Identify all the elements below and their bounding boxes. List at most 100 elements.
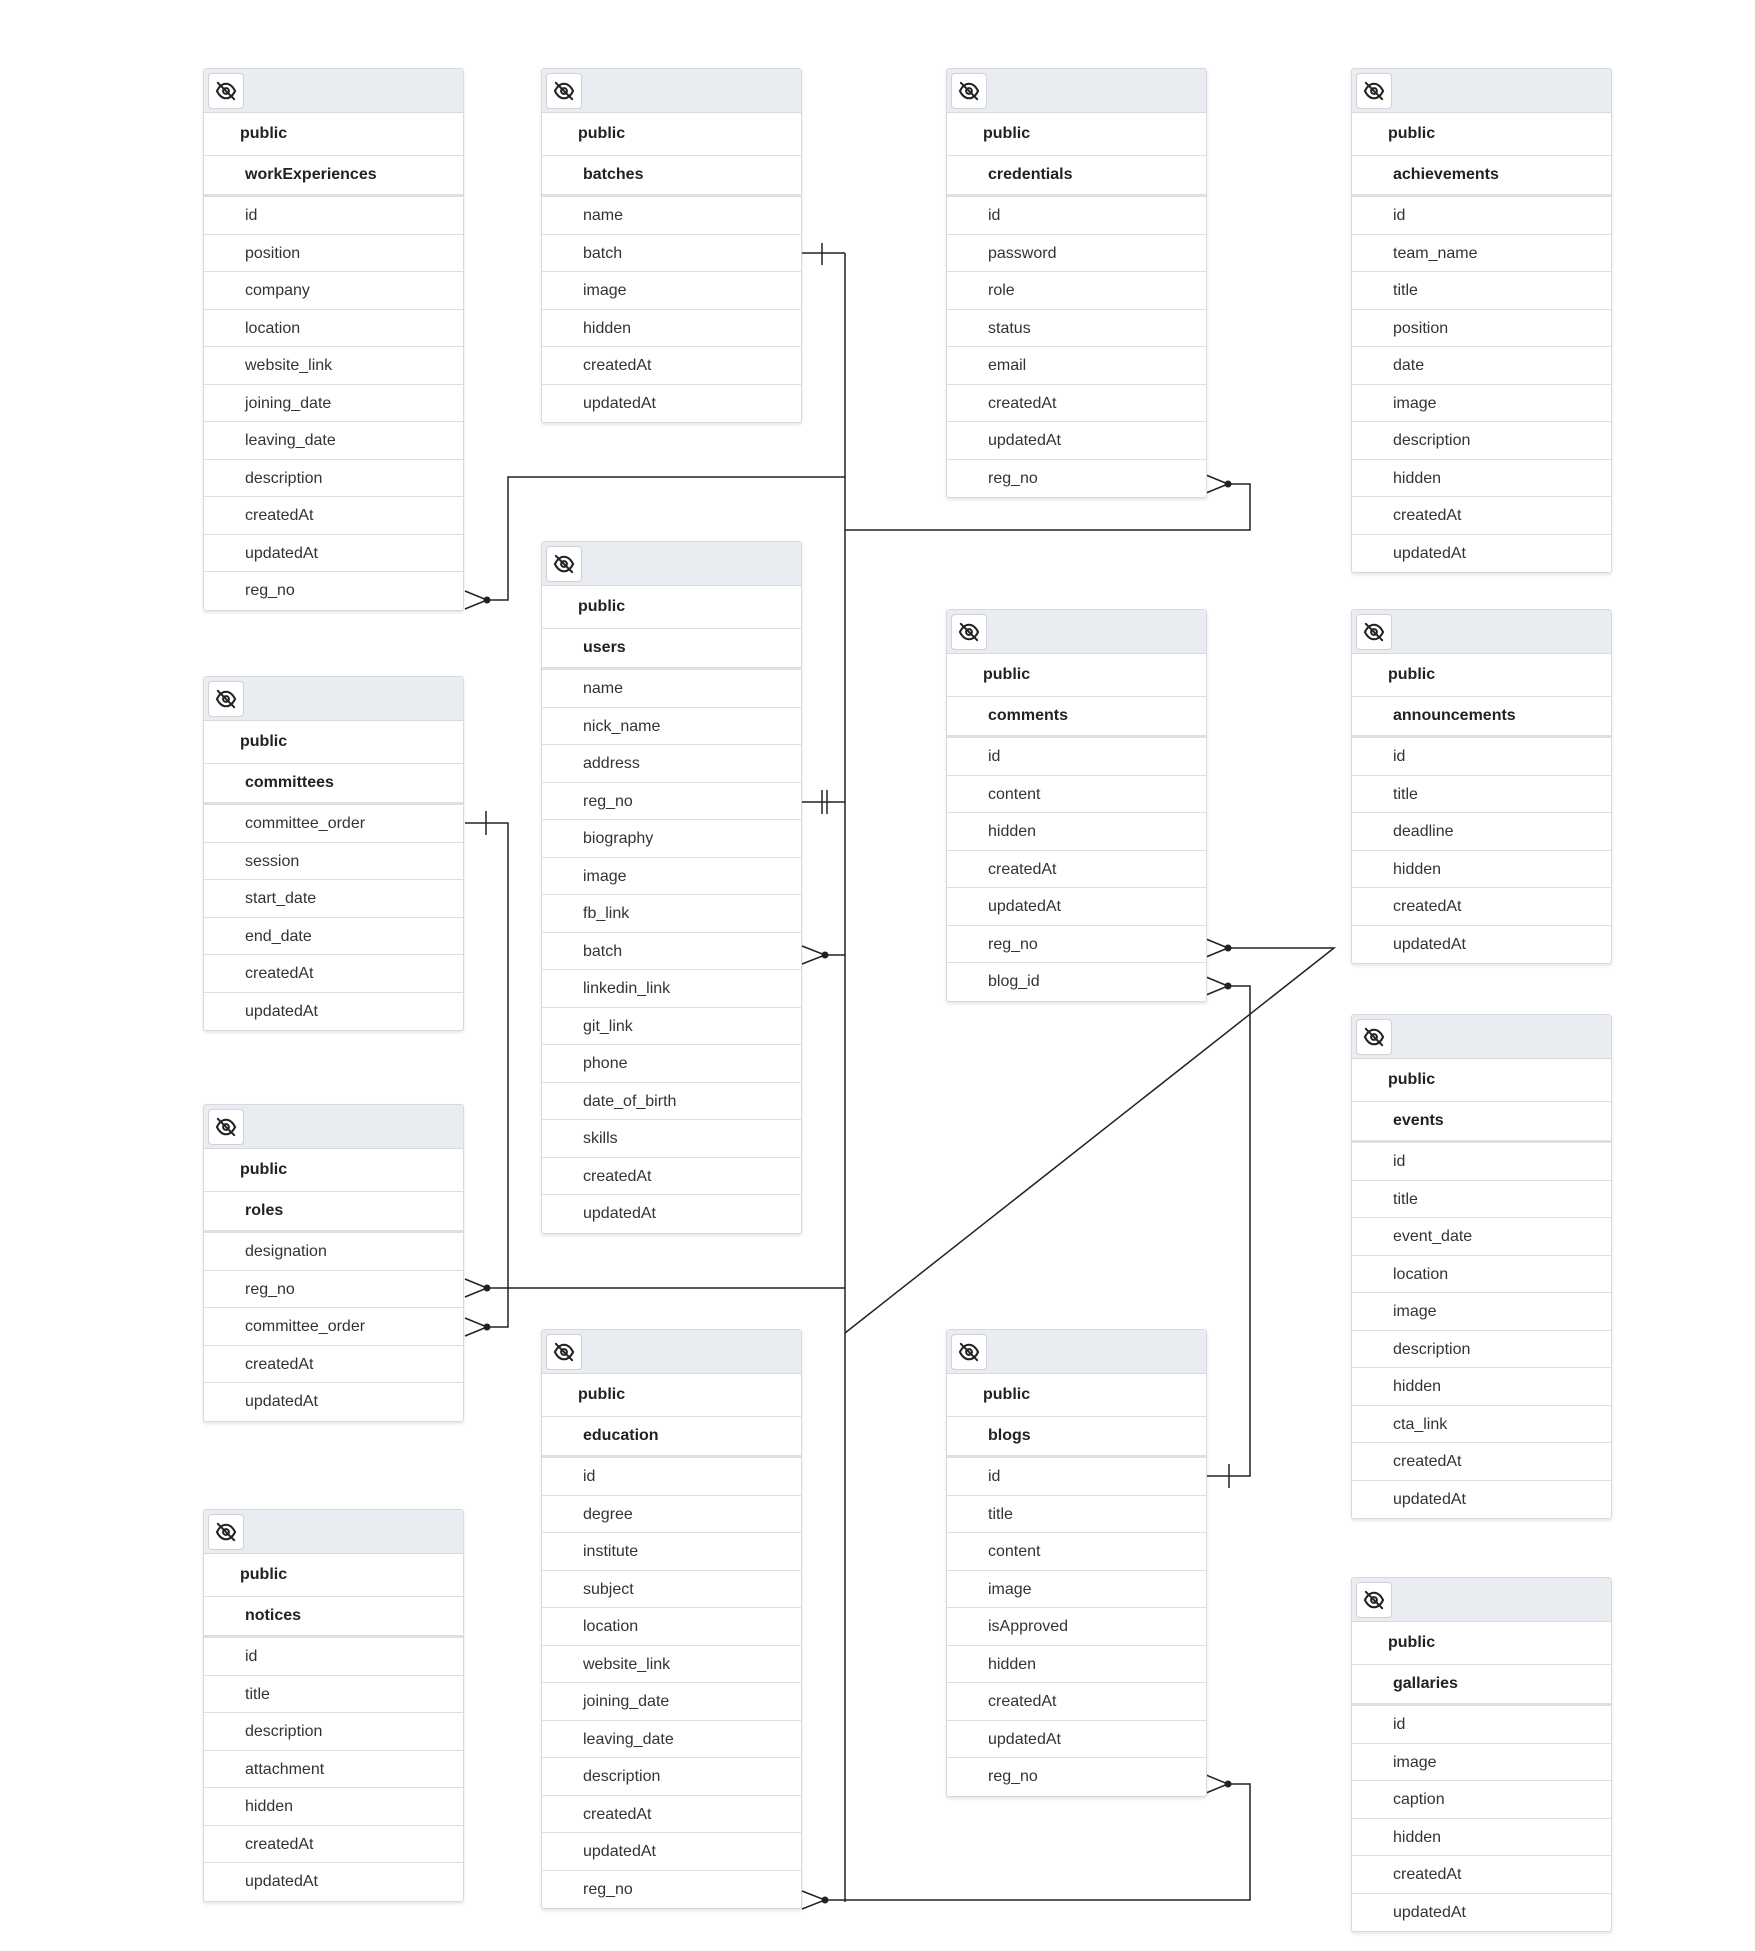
- eye-off-icon[interactable]: [546, 1334, 582, 1370]
- field-row[interactable]: website_link: [542, 1646, 801, 1683]
- field-row[interactable]: updatedAt: [947, 888, 1206, 926]
- field-row[interactable]: git_link: [542, 1008, 801, 1045]
- field-row[interactable]: committee_order: [204, 1308, 463, 1346]
- field-row[interactable]: description: [204, 1713, 463, 1751]
- field-row[interactable]: createdAt: [204, 497, 463, 535]
- eye-off-icon[interactable]: [951, 1334, 987, 1370]
- field-row[interactable]: id: [1352, 1143, 1611, 1181]
- eye-off-icon[interactable]: [208, 681, 244, 717]
- field-row[interactable]: id: [542, 1458, 801, 1496]
- field-row[interactable]: hidden: [1352, 851, 1611, 888]
- eye-off-icon[interactable]: [951, 73, 987, 109]
- field-row[interactable]: title: [947, 1496, 1206, 1533]
- field-row[interactable]: updatedAt: [947, 1721, 1206, 1758]
- field-row[interactable]: title: [1352, 272, 1611, 310]
- field-row[interactable]: image: [1352, 1293, 1611, 1331]
- field-row[interactable]: id: [204, 1638, 463, 1676]
- field-row[interactable]: id: [947, 1458, 1206, 1496]
- field-row[interactable]: event_date: [1352, 1218, 1611, 1256]
- field-row[interactable]: email: [947, 347, 1206, 385]
- field-row[interactable]: session: [204, 843, 463, 880]
- field-row[interactable]: website_link: [204, 347, 463, 385]
- field-row[interactable]: position: [1352, 310, 1611, 347]
- field-row[interactable]: updatedAt: [1393, 1490, 1466, 1508]
- field-row[interactable]: description: [1352, 1331, 1611, 1368]
- field-row[interactable]: biography: [542, 820, 801, 858]
- field-row[interactable]: location: [1352, 1256, 1611, 1293]
- field-row[interactable]: leaving_date: [204, 422, 463, 460]
- field-row[interactable]: createdAt: [542, 1796, 801, 1833]
- field-row[interactable]: updatedAt: [204, 535, 463, 572]
- field-row[interactable]: id: [1352, 738, 1611, 776]
- field-row[interactable]: updatedAt: [245, 1393, 318, 1410]
- field-row[interactable]: description: [542, 1758, 801, 1796]
- field-row[interactable]: updatedAt: [245, 1002, 318, 1020]
- field-row[interactable]: hidden: [947, 813, 1206, 851]
- field-row[interactable]: id: [204, 197, 463, 235]
- field-row[interactable]: location: [542, 1608, 801, 1646]
- field-row[interactable]: date_of_birth: [542, 1083, 801, 1120]
- field-row[interactable]: hidden: [947, 1646, 1206, 1683]
- field-row[interactable]: updatedAt: [542, 1833, 801, 1871]
- field-row[interactable]: password: [947, 235, 1206, 272]
- field-row[interactable]: attachment: [204, 1751, 463, 1788]
- field-row[interactable]: deadline: [1352, 813, 1611, 851]
- field-row[interactable]: image: [542, 858, 801, 895]
- eye-off-icon[interactable]: [208, 1109, 244, 1145]
- field-row[interactable]: batch: [542, 933, 801, 970]
- field-row[interactable]: designation: [204, 1233, 463, 1271]
- field-row[interactable]: updatedAt: [583, 1205, 656, 1222]
- field-row[interactable]: reg_no: [204, 1271, 463, 1308]
- field-row[interactable]: updatedAt: [583, 394, 656, 412]
- field-row[interactable]: name: [542, 197, 801, 235]
- field-row[interactable]: reg_no: [245, 582, 295, 599]
- field-row[interactable]: skills: [542, 1120, 801, 1158]
- field-row[interactable]: updatedAt: [245, 1873, 318, 1890]
- field-row[interactable]: content: [947, 1533, 1206, 1571]
- field-row[interactable]: updatedAt: [1393, 544, 1466, 562]
- eye-off-icon[interactable]: [546, 73, 582, 109]
- field-row[interactable]: createdAt: [1352, 888, 1611, 926]
- field-row[interactable]: createdAt: [204, 1346, 463, 1383]
- field-row[interactable]: address: [542, 745, 801, 783]
- field-row[interactable]: createdAt: [1352, 497, 1611, 535]
- field-row[interactable]: reg_no: [988, 469, 1038, 487]
- field-row[interactable]: description: [204, 460, 463, 497]
- field-row[interactable]: joining_date: [542, 1683, 801, 1721]
- field-row[interactable]: subject: [542, 1571, 801, 1608]
- field-row[interactable]: phone: [542, 1045, 801, 1083]
- field-row[interactable]: content: [947, 776, 1206, 813]
- field-row[interactable]: createdAt: [542, 1158, 801, 1195]
- field-row[interactable]: joining_date: [204, 385, 463, 422]
- field-row[interactable]: createdAt: [542, 347, 801, 385]
- field-row[interactable]: updatedAt: [1393, 935, 1466, 953]
- field-row[interactable]: role: [947, 272, 1206, 310]
- eye-off-icon[interactable]: [1356, 1582, 1392, 1618]
- field-row[interactable]: reg_no: [947, 926, 1206, 963]
- field-row[interactable]: date: [1352, 347, 1611, 385]
- field-row[interactable]: institute: [542, 1533, 801, 1571]
- field-row[interactable]: company: [204, 272, 463, 310]
- eye-off-icon[interactable]: [1356, 1019, 1392, 1055]
- field-row[interactable]: createdAt: [947, 385, 1206, 422]
- eye-off-icon[interactable]: [208, 1514, 244, 1550]
- field-row[interactable]: start_date: [204, 880, 463, 918]
- field-row[interactable]: isApproved: [947, 1608, 1206, 1646]
- field-row[interactable]: createdAt: [947, 851, 1206, 888]
- eye-off-icon[interactable]: [1356, 73, 1392, 109]
- field-row[interactable]: id: [947, 738, 1206, 776]
- field-row[interactable]: image: [947, 1571, 1206, 1608]
- field-row[interactable]: id: [1352, 197, 1611, 235]
- field-row[interactable]: createdAt: [204, 955, 463, 993]
- field-row[interactable]: image: [542, 272, 801, 310]
- field-row[interactable]: image: [1352, 385, 1611, 422]
